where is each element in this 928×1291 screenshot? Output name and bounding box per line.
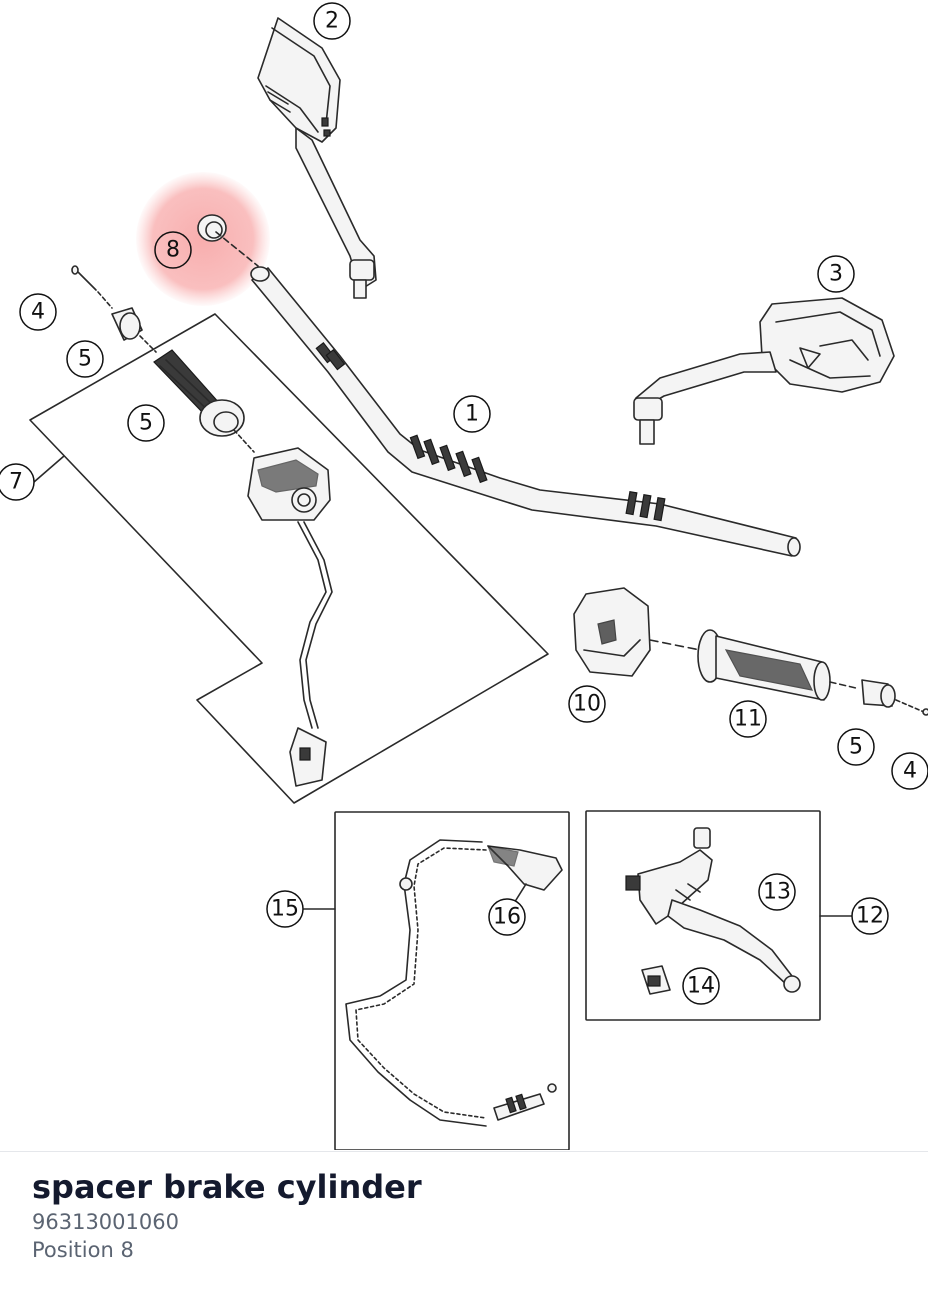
svg-text:4: 4 <box>31 300 45 325</box>
part-number: 96313001060 <box>32 1210 179 1234</box>
callout-15[interactable]: 15 <box>266 890 304 928</box>
callout-12[interactable]: 12 <box>851 897 889 935</box>
callout-2[interactable]: 2 <box>313 2 351 40</box>
callout-4[interactable]: 4 <box>891 752 928 790</box>
mirror-left-part <box>257 17 377 299</box>
callout-connectors <box>33 455 853 917</box>
svg-text:2: 2 <box>325 9 339 34</box>
callout-5[interactable]: 5 <box>837 728 875 766</box>
svg-text:1: 1 <box>465 402 479 427</box>
callout-7[interactable]: 7 <box>0 463 35 501</box>
svg-text:13: 13 <box>763 880 791 905</box>
callout-1[interactable]: 1 <box>453 395 491 433</box>
bar-end-right-part <box>861 679 928 716</box>
switch-left-part <box>247 447 333 787</box>
brake-line-part <box>345 839 563 1127</box>
svg-text:7: 7 <box>9 470 23 495</box>
svg-text:8: 8 <box>166 238 180 263</box>
callout-10[interactable]: 10 <box>568 685 606 723</box>
callout-5[interactable]: 5 <box>66 340 104 378</box>
bar-end-left-part <box>71 265 157 353</box>
grip-right-part <box>697 629 857 701</box>
part-info-panel: spacer brake cylinder 96313001060 Positi… <box>0 1151 928 1291</box>
callout-8[interactable]: 8 <box>154 231 192 269</box>
svg-text:3: 3 <box>829 262 843 287</box>
grip-left-part <box>153 349 255 453</box>
callout-5[interactable]: 5 <box>127 404 165 442</box>
mirror-right-part <box>633 297 895 445</box>
switch-right-part <box>573 587 701 677</box>
callout-14[interactable]: 14 <box>682 967 720 1005</box>
part-name: spacer brake cylinder <box>32 1168 422 1206</box>
spacer-part-8 <box>197 214 259 267</box>
svg-text:14: 14 <box>687 974 715 999</box>
svg-text:15: 15 <box>271 897 299 922</box>
callout-16[interactable]: 16 <box>488 898 526 936</box>
callout-4[interactable]: 4 <box>19 293 57 331</box>
svg-text:5: 5 <box>78 347 92 372</box>
group-7-outline <box>29 313 549 804</box>
svg-text:5: 5 <box>139 411 153 436</box>
selected-part-highlight <box>136 172 270 306</box>
svg-text:10: 10 <box>573 692 601 717</box>
svg-text:12: 12 <box>856 904 884 929</box>
svg-text:4: 4 <box>903 759 917 784</box>
brake-cylinder-part <box>625 827 801 995</box>
group-15-box <box>334 811 570 1150</box>
svg-text:5: 5 <box>849 735 863 760</box>
part-position: Position 8 <box>32 1238 134 1262</box>
handlebar-part-1 <box>250 266 801 557</box>
callout-11[interactable]: 11 <box>729 700 767 738</box>
svg-text:16: 16 <box>493 905 521 930</box>
callout-3[interactable]: 3 <box>817 255 855 293</box>
callout-13[interactable]: 13 <box>758 873 796 911</box>
svg-text:11: 11 <box>734 707 762 732</box>
exploded-parts-diagram: 1 2 3 4 4 5 5 5 7 8 10 11 <box>0 2 928 1150</box>
